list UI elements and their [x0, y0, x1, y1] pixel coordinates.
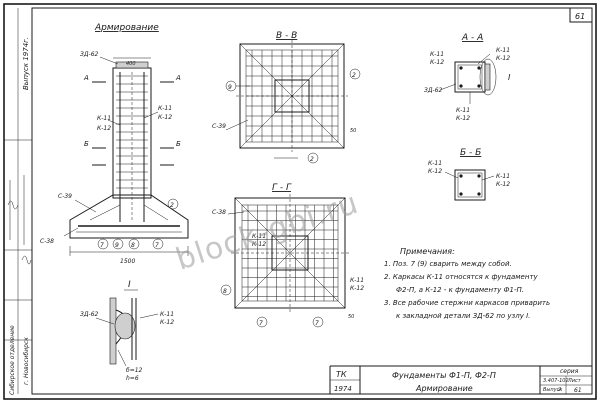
section-aa-title: А - А: [461, 33, 483, 43]
label-k12-main: К-12: [97, 125, 111, 132]
section-b2-title: Б - Б: [460, 148, 481, 158]
section-bb-title: В - В: [276, 31, 297, 41]
section-mark-b-right: Б: [176, 140, 181, 148]
aa-node-mark: I: [508, 73, 511, 82]
section-aa: [439, 53, 497, 104]
b2-label-k11-r: К-11: [496, 173, 510, 180]
aa-label-k12-b: К-12: [456, 115, 470, 122]
label-k11-main-r: К-11: [158, 105, 172, 112]
aa-label-zd62: ЗД-62: [424, 87, 443, 94]
gg-label-s38: С-38: [212, 209, 226, 216]
stamp-org-text: Сибирское отделение: [9, 325, 16, 395]
tb-sheet-value: 61: [574, 387, 582, 394]
section-mark-b-left: Б: [84, 140, 89, 148]
aa-label-k11: К-11: [496, 47, 510, 54]
bb-mark-9: 9: [228, 84, 232, 91]
note-item-2: 2. Каркасы К-11 относятся к фундаменту: [384, 273, 539, 281]
aa-label-k12: К-12: [496, 55, 510, 62]
note-item-2b: Ф2-П, а К-12 - к фундаменту Ф1-П.: [396, 286, 524, 294]
bb-mark-2b-circle: [307, 152, 319, 164]
section-mark-a-left: А: [83, 74, 89, 82]
node-label-zd62: ЗД-62: [80, 311, 99, 318]
node-detail: [95, 297, 159, 367]
aa-label-k11-b: К-11: [456, 107, 470, 114]
tb-name-2: Армирование: [415, 384, 473, 393]
section-gg-plan: [227, 194, 349, 312]
sheet-frame: [3, 3, 597, 400]
tb-year: 1974: [334, 385, 352, 393]
node-label-k11: К-11: [160, 311, 174, 318]
b2-label-k12-r: К-12: [496, 181, 510, 188]
note-item-3: 3. Все рабочие стержни каркасов приварит…: [384, 299, 550, 307]
gg-mark-8: 8: [223, 288, 227, 295]
gg-label-k11-r: К-11: [350, 277, 364, 284]
node-label-b12: б=12: [126, 367, 143, 374]
note-item-3b: к закладной детали ЗД-62 по узлу I.: [396, 312, 530, 320]
label-k12-main-r: К-12: [158, 114, 172, 121]
mark-7-b: 7: [155, 242, 159, 249]
mark-9-a: 9: [115, 242, 119, 249]
stamp-city-text: г. Новосибирск: [23, 337, 30, 385]
section-bb-plan: [225, 40, 348, 159]
aa-label-k11-l: К-11: [430, 51, 444, 58]
dim-400: 400: [126, 61, 136, 67]
bb-dim-50: 50: [350, 128, 356, 134]
label-s39-main: С-39: [58, 193, 72, 200]
label-zd62-main: ЗД-62: [80, 51, 99, 58]
mark-2-a: 2: [170, 202, 174, 209]
mark-8-a: 8: [131, 242, 135, 249]
notes-title: Примечания:: [400, 247, 455, 256]
tb-issue-label: Выпуск: [543, 387, 562, 393]
gg-dim-50: 50: [348, 314, 354, 320]
bb-mark-2: 2: [352, 72, 356, 79]
bb-label-s39: С-39: [212, 123, 226, 130]
watermark: block-gbi.ru: [172, 186, 363, 278]
gg-label-k12: К-12: [252, 241, 266, 248]
node-label-k12: К-12: [160, 319, 174, 326]
tb-sheet-label: Лист: [567, 378, 582, 384]
node-label-h6: h=6: [126, 375, 139, 382]
tb-series-label: серия: [560, 368, 579, 375]
bb-mark-2-circle: [349, 68, 361, 80]
gg-label-k12-r: К-12: [350, 285, 364, 292]
b2-label-k12: К-12: [428, 168, 442, 175]
tb-tk: ТК: [336, 370, 347, 379]
gg-mark-7: 7: [259, 320, 263, 327]
main-elevation: [63, 56, 189, 256]
section-gg-title: Г - Г: [272, 183, 292, 193]
aa-label-k12-l: К-12: [430, 59, 444, 66]
gg-mark-8-circle: [220, 284, 232, 296]
embedded-plate-zd62: [115, 61, 149, 69]
gg-mark-7-circle: [256, 316, 268, 328]
tb-name-1: Фундаменты Ф1-П, Ф2-П: [392, 371, 496, 380]
label-k11-main: К-11: [97, 115, 111, 122]
sheet-number: 61: [575, 12, 585, 21]
bb-mark-2b: 2: [310, 156, 314, 163]
main-view-title: Армирование: [94, 23, 159, 33]
tb-series-value: 3.407-102: [543, 378, 569, 384]
bb-mark-9-circle: [225, 80, 237, 92]
gg-mark-7b: 7: [315, 320, 319, 327]
note-item-1: 1. Поз. 7 (9) сварить между собой.: [384, 260, 512, 268]
main-position-marks: [97, 198, 179, 250]
stamp-issue-text: Выпуск 1974г.: [22, 37, 30, 90]
mark-7-a: 7: [100, 242, 104, 249]
sheet-number-box: [569, 7, 593, 23]
section-mark-a-right: А: [175, 74, 181, 82]
section-b2: [444, 169, 495, 201]
inner-frame: [31, 7, 593, 395]
node-title: I: [128, 280, 131, 290]
gg-mark-7b-circle: [312, 316, 324, 328]
dim-1500: 1500: [120, 258, 135, 265]
stamp-signatures: [7, 175, 32, 265]
b2-label-k11: К-11: [428, 160, 442, 167]
gg-label-k11: К-11: [252, 233, 266, 240]
tb-issue-value: 2: [558, 387, 561, 393]
label-s38-main: С-38: [40, 238, 54, 245]
title-block: [329, 365, 592, 394]
